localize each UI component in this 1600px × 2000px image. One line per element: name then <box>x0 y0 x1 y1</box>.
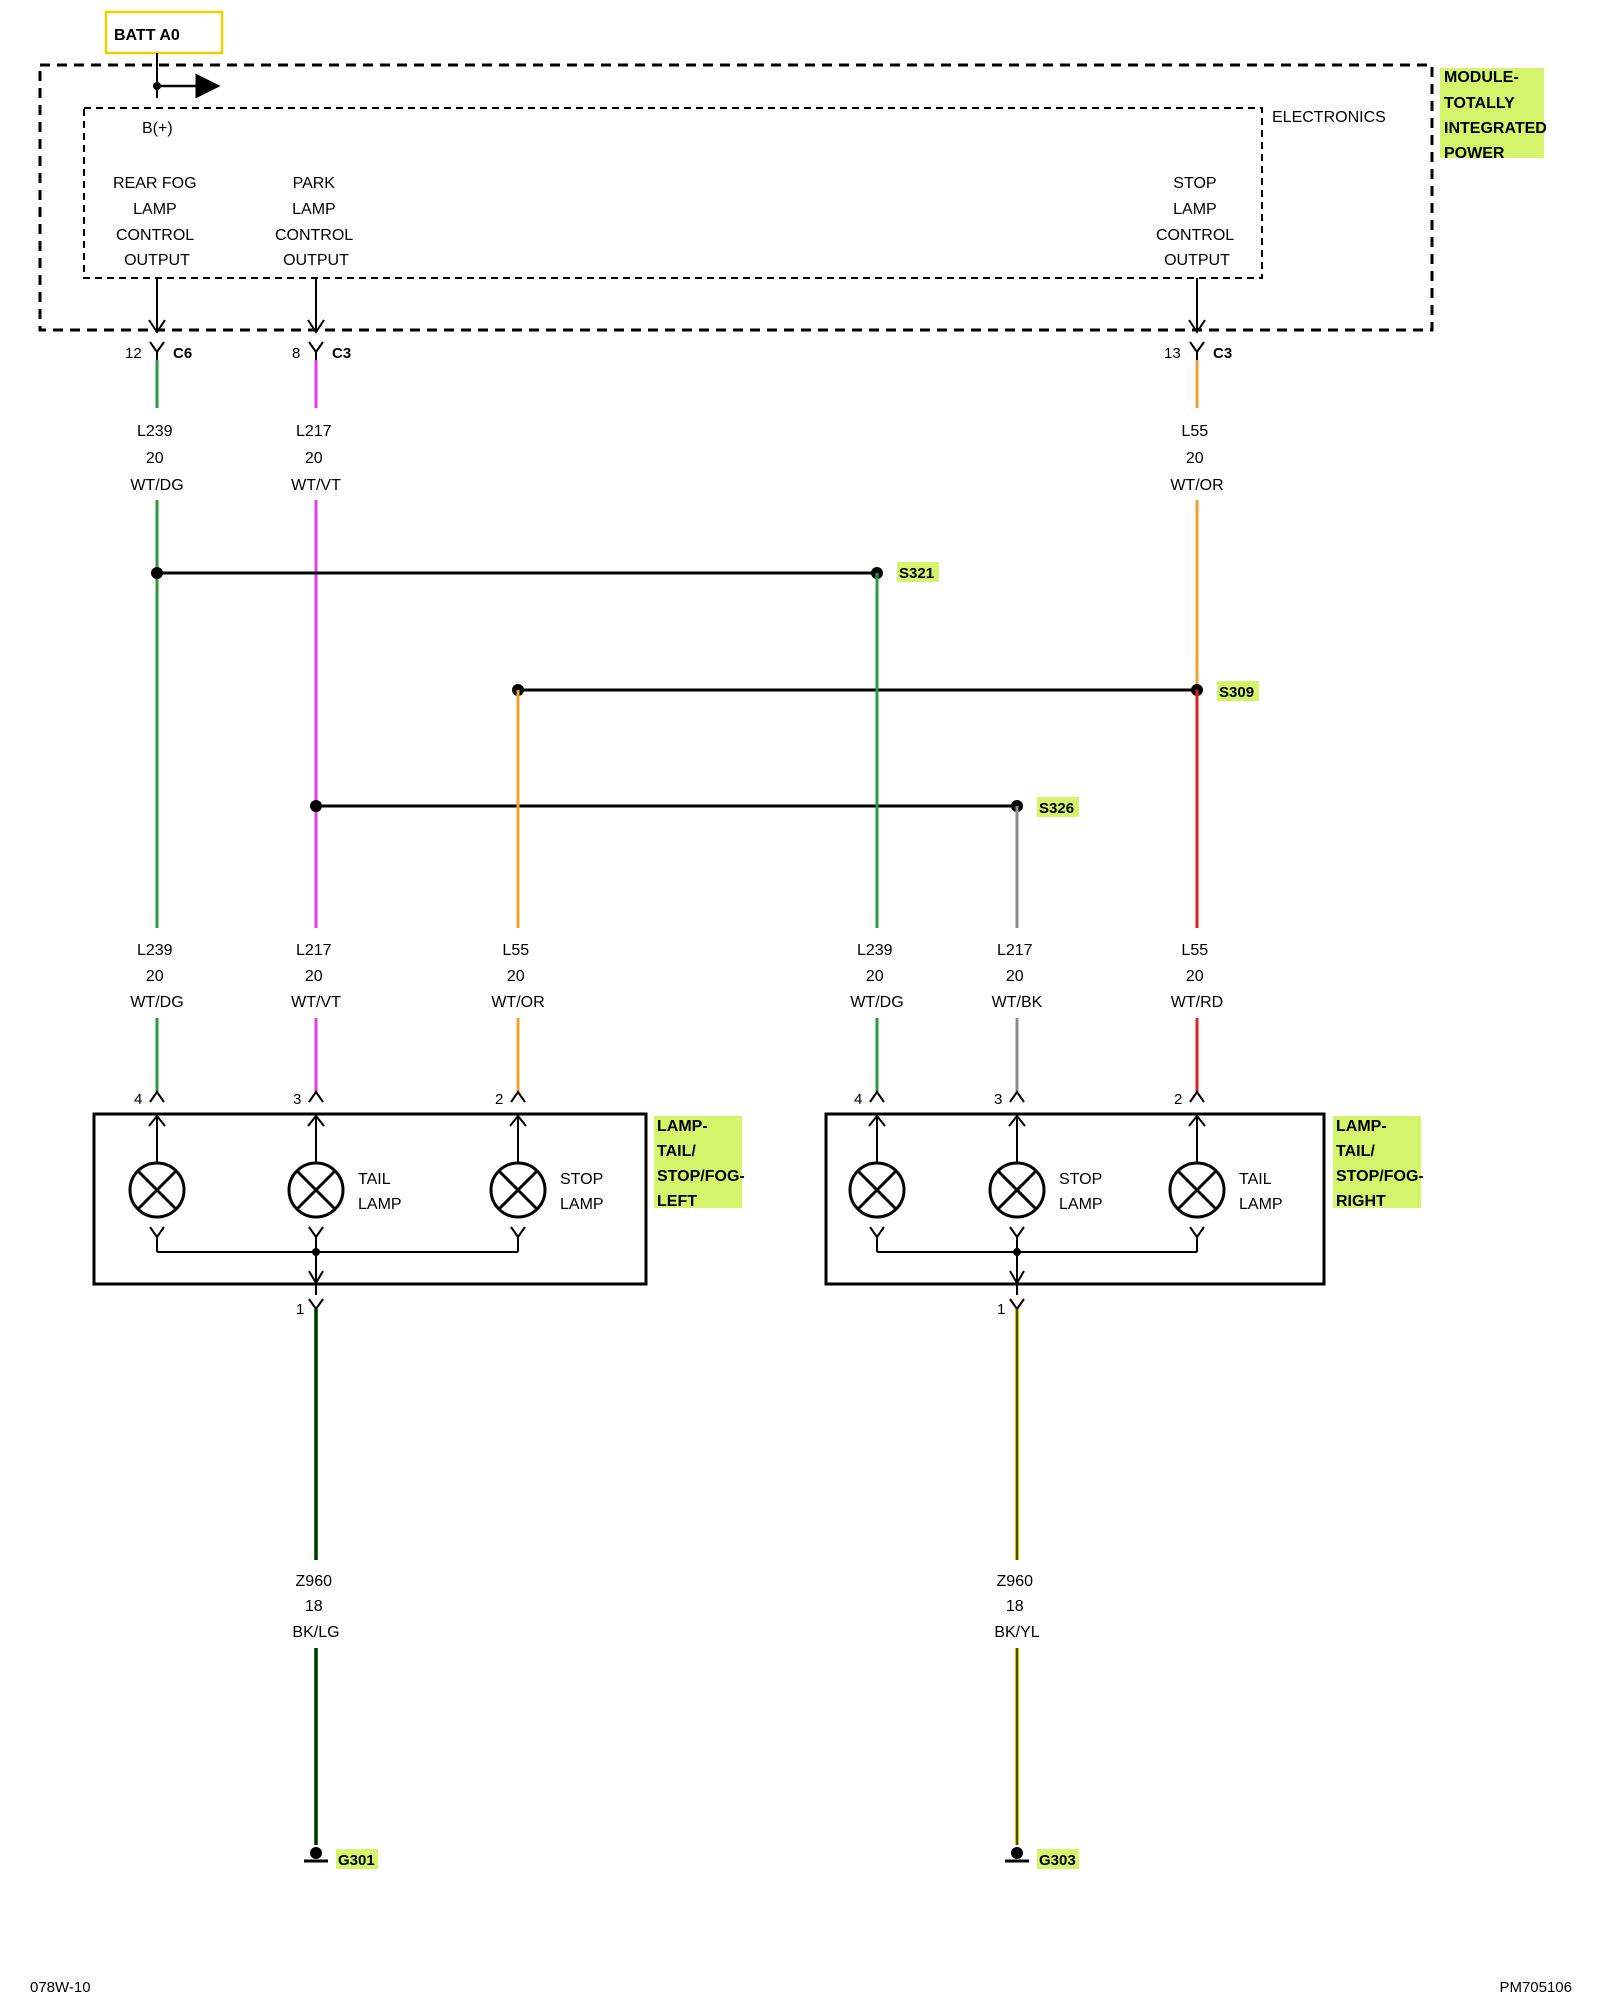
right-lamp-name: LAMP- TAIL/ STOP/FOG- RIGHT <box>1336 1118 1428 1210</box>
right-lamp-internal-wiring <box>868 1114 1206 1295</box>
ground-g301-node <box>310 1847 322 1859</box>
module-name-highlight <box>1440 68 1544 158</box>
park-output-arrow <box>307 319 325 334</box>
splice-s309-highlight <box>1217 681 1259 701</box>
top-l217-label: L217 20 WT/VT <box>291 423 341 494</box>
right-stop-bulb-icon <box>988 1161 1046 1219</box>
left-ground-connector-symbol <box>308 1298 324 1311</box>
left-stop-lamp-label: STOP LAMP <box>560 1171 607 1213</box>
left-tail-bulb-icon <box>287 1161 345 1219</box>
batt-tag: BATT A0 <box>114 27 180 44</box>
splice-s321-highlight <box>897 562 939 582</box>
right-pin-4: 4 <box>854 1091 862 1108</box>
stop-output-label: STOP LAMP CONTROL OUTPUT <box>1156 175 1238 269</box>
park-connector-symbol <box>308 341 324 354</box>
right-lamp-ground-node <box>1013 1248 1021 1256</box>
right-tail-bulb-icon <box>1168 1161 1226 1219</box>
ground-g303-node <box>1011 1847 1023 1859</box>
rear-fog-pin: 12 <box>125 345 142 362</box>
right-l55-label: L55 20 WT/RD <box>1171 942 1223 1011</box>
right-pin-2: 2 <box>1174 1091 1182 1108</box>
stop-output-arrow <box>1188 319 1206 334</box>
right-tail-lamp-label: TAIL LAMP <box>1239 1171 1283 1213</box>
left-lamp-internal-wiring <box>148 1114 527 1295</box>
park-pin: 8 <box>292 345 300 362</box>
footer-right-code: PM705106 <box>1499 1979 1572 1996</box>
rear-fog-connector-symbol <box>149 341 165 354</box>
right-lamp-box <box>824 1112 1326 1286</box>
stop-connector: C3 <box>1213 345 1232 362</box>
ground-left-wire-label: Z960 18 BK/LG <box>292 1573 339 1641</box>
ground-g303: G303 <box>1039 1852 1076 1869</box>
rear-fog-connector: C6 <box>173 345 192 362</box>
footer-left-code: 078W-10 <box>30 1979 91 1996</box>
left-lamp-name: LAMP- TAIL/ STOP/FOG- LEFT <box>657 1118 749 1210</box>
left-l55-label: L55 20 WT/OR <box>491 942 544 1011</box>
left-lamp-name-highlight <box>654 1116 742 1208</box>
left-ground-pin: 1 <box>296 1301 304 1318</box>
splice-s326: S326 <box>1039 800 1074 817</box>
right-lamp-pins <box>869 1090 1205 1103</box>
right-ground-pin: 1 <box>997 1301 1005 1318</box>
b-plus-label: B(+) <box>142 120 173 137</box>
ground-g303-highlight <box>1037 1849 1079 1869</box>
left-l217-label: L217 20 WT/VT <box>291 942 341 1011</box>
splice-s321-node-left <box>151 567 163 579</box>
splice-s321: S321 <box>899 565 934 582</box>
top-l55-label: L55 20 WT/OR <box>1170 423 1223 494</box>
electronics-outline <box>83 107 1263 279</box>
splice-s326-node-left <box>310 800 322 812</box>
splice-s326-highlight <box>1037 797 1079 817</box>
right-stop-lamp-label: STOP LAMP <box>1059 1171 1106 1213</box>
top-l239-label: L239 20 WT/DG <box>130 423 183 494</box>
left-tail-lamp-label: TAIL LAMP <box>358 1171 402 1213</box>
stop-connector-symbol <box>1189 341 1205 354</box>
right-lamp-name-highlight <box>1333 1116 1421 1208</box>
right-pin-3: 3 <box>994 1091 1002 1108</box>
splice-s309: S309 <box>1219 684 1254 701</box>
right-fog-bulb-icon <box>848 1161 906 1219</box>
rear-fog-output-arrow <box>148 319 166 334</box>
left-stop-bulb-icon <box>489 1161 547 1219</box>
module-outline <box>38 63 1434 332</box>
module-name: MODULE- TOTALLY INTEGRATED POWER <box>1444 69 1551 162</box>
stop-pin: 13 <box>1164 345 1181 362</box>
batt-tag-box <box>104 10 224 55</box>
electronics-label: ELECTRONICS <box>1272 109 1386 126</box>
left-lamp-box <box>92 1112 648 1286</box>
ground-g301-highlight <box>336 1849 378 1869</box>
left-lamp-ground-node <box>312 1248 320 1256</box>
left-pin-3: 3 <box>293 1091 301 1108</box>
park-connector: C3 <box>332 345 351 362</box>
right-l239-label: L239 20 WT/DG <box>850 942 903 1011</box>
park-output-label: PARK LAMP CONTROL OUTPUT <box>275 175 357 269</box>
ground-right-wire-label: Z960 18 BK/YL <box>994 1573 1039 1641</box>
left-pin-4: 4 <box>134 1091 142 1108</box>
ground-g301: G301 <box>338 1852 375 1869</box>
right-ground-connector-symbol <box>1009 1298 1025 1311</box>
left-lamp-pins <box>149 1090 526 1103</box>
left-l239-label: L239 20 WT/DG <box>130 942 183 1011</box>
right-l217-label: L217 20 WT/BK <box>992 942 1043 1011</box>
left-fog-bulb-icon <box>128 1161 186 1219</box>
rear-fog-output-label: REAR FOG LAMP CONTROL OUTPUT <box>113 175 201 269</box>
left-pin-2: 2 <box>495 1091 503 1108</box>
